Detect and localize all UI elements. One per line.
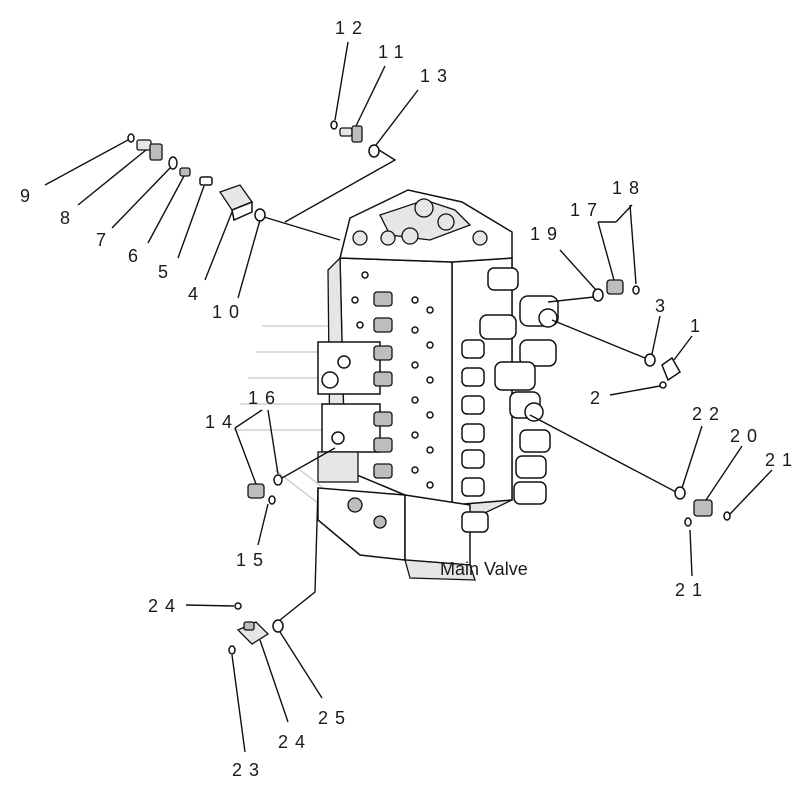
main-valve-title: Main Valve [440,559,528,579]
part-15-oring [268,495,276,505]
part-18-oring [632,285,640,295]
part-5-plug [199,176,213,186]
assembly-lines [263,149,677,621]
callout-23: 24 [278,732,312,752]
part-24-oring-bottom [228,645,236,655]
callout-24-bottom: 23 [232,760,266,780]
callout-2: 2 [590,388,607,408]
part-13-oring [368,144,380,158]
callout-21-bottom: 21 [675,580,709,600]
callout-1: 1 [690,316,707,336]
main-valve-body [317,189,559,581]
callout-25: 25 [318,708,352,728]
callout-17: 17 [570,200,604,220]
callout-15: 15 [236,550,270,570]
part-21-oring-left [684,517,692,527]
callout-11: 11 [378,42,411,62]
callout-labels: 12 11 13 9 8 7 6 5 4 10 18 17 19 3 1 2 2… [20,18,799,780]
part-16-oring [273,474,283,486]
callout-7: 7 [96,230,113,250]
callout-13: 13 [420,66,454,86]
part-19-oring [592,288,604,302]
callout-4: 4 [188,284,205,304]
part-6-spring [179,167,191,177]
valve-port-holes [351,271,434,489]
part-4-valve [218,184,254,222]
part-2-oring [659,381,667,389]
callout-18: 18 [612,178,646,198]
part-14-fitting [247,483,265,499]
callout-24-top: 24 [148,596,182,616]
part-9-oring [127,133,135,143]
callout-6: 6 [128,246,145,266]
part-22-oring [674,486,686,500]
callout-21-right: 21 [765,450,799,470]
callout-9: 9 [20,186,37,206]
callout-5: 5 [158,262,175,282]
callout-20: 20 [730,426,764,446]
part-11-fitting [339,125,363,143]
part-24-oring-top [234,602,242,610]
callout-3: 3 [655,296,672,316]
spool-caps [461,267,559,533]
part-1-fitting [661,356,681,382]
callout-14: 14 [205,412,239,432]
callout-10: 10 [212,302,246,322]
callout-16: 16 [248,388,282,408]
part-8-fitting [136,139,163,161]
leader-lines [44,41,773,753]
callout-8: 8 [60,208,77,228]
part-25-oring [272,619,284,633]
part-17-fitting [606,279,624,295]
part-7-oring [168,156,178,170]
callout-19: 19 [530,224,564,244]
part-12-oring [330,120,338,130]
part-20-fitting [693,499,713,517]
callout-22: 22 [692,404,726,424]
callout-12: 12 [335,18,369,38]
part-21-oring-right [723,511,731,521]
part-10-oring [254,208,266,222]
part-23-fitting [236,621,270,645]
part-3-oring [644,353,656,367]
left-column-fittings [321,291,393,529]
